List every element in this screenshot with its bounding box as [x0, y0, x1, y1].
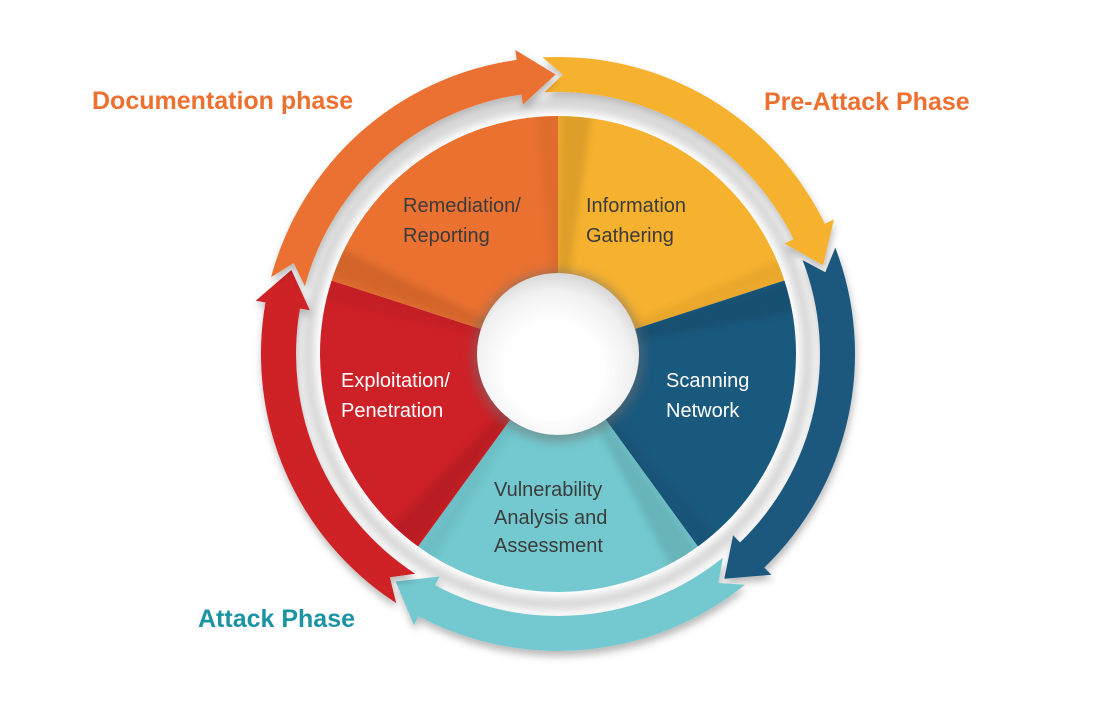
- phase-label-documentation: Documentation phase: [92, 87, 354, 115]
- cycle-arrow-red: [255, 270, 416, 604]
- segment-label-vulnerability-analysis: Vulnerability Analysis and Assessment: [494, 479, 608, 557]
- segment-label-exploitation-penetration: Exploitation/ Penetration: [341, 370, 450, 422]
- cycle-arrow-orange: [271, 50, 556, 287]
- ring-shadow: [303, 99, 813, 609]
- cycle-arrow-yellow: [542, 56, 834, 266]
- segment-label-remediation-reporting: Remediation/ Reporting: [403, 195, 521, 247]
- phase-label-attack: Attack Phase: [198, 605, 356, 633]
- segment-label-information-gathering: Information Gathering: [586, 195, 687, 247]
- center-sphere: [477, 273, 639, 435]
- cycle-arrow-teal: [395, 557, 745, 651]
- cycle-arrow-blue: [724, 247, 855, 579]
- segment-vulnerability: [418, 354, 698, 592]
- phase-label-pre-attack: Pre-Attack Phase: [764, 88, 970, 116]
- segment-label-scanning-network: Scanning Network: [666, 370, 750, 422]
